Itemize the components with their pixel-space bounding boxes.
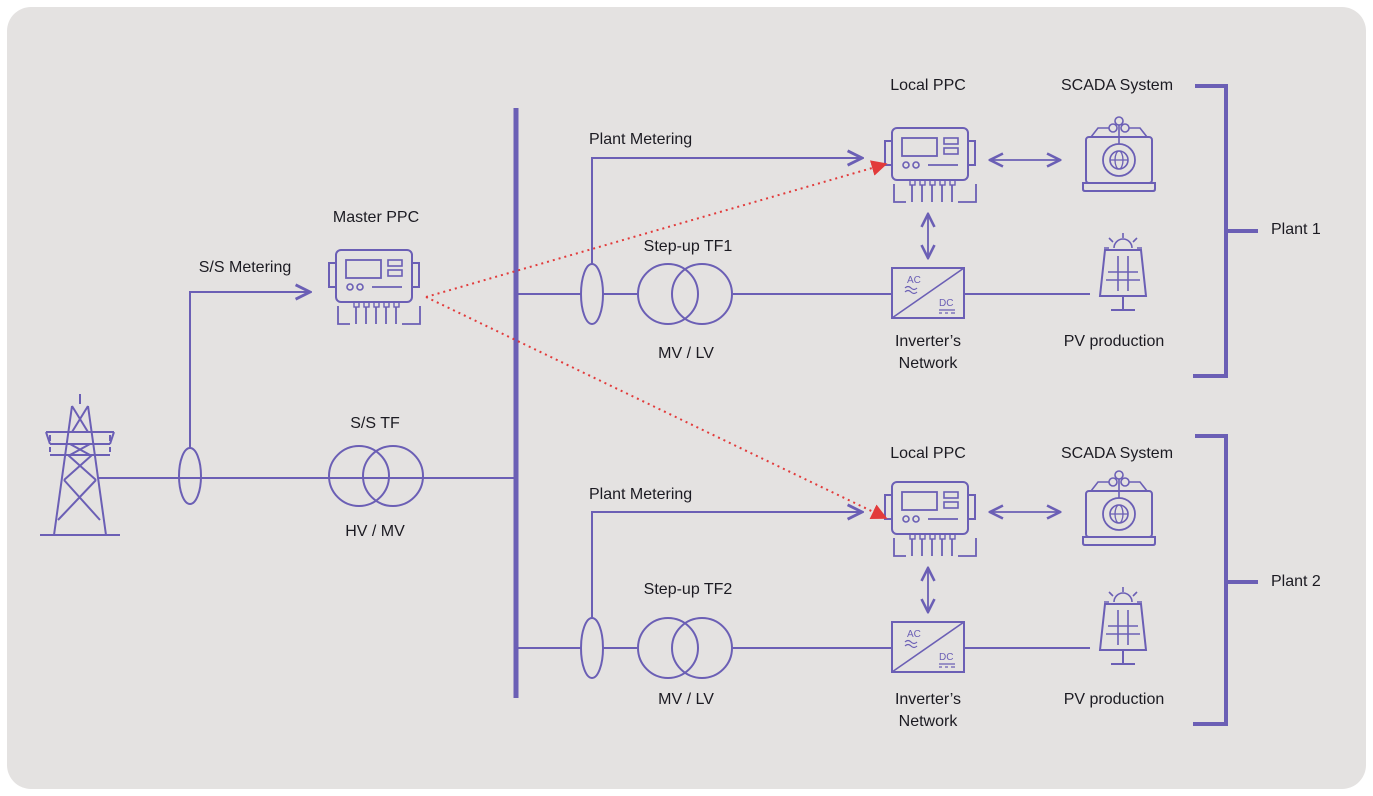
plant2-metering-label: Plant Metering: [589, 486, 693, 503]
plant1-local-ppc-label: Local PPC: [890, 77, 966, 94]
plant2-pv-label: PV production: [1063, 691, 1165, 708]
plant2-bracket: [1193, 434, 1258, 726]
plant2-inverter-label: Inverter’s Network: [894, 691, 962, 730]
plant2-metering-line: [591, 512, 862, 618]
plant1-metering-line: [591, 158, 862, 264]
plant1-inverter-icon: [891, 267, 965, 319]
plant2-scada-label: SCADA System: [1060, 445, 1174, 462]
plant1-mv-lv-label: MV / LV: [658, 345, 714, 362]
plant2-mv-lv-label: MV / LV: [658, 691, 714, 708]
master-to-plant2-control-link: [425, 296, 888, 519]
plant1-scada-label: SCADA System: [1060, 77, 1174, 94]
plant1-metering-label: Plant Metering: [589, 131, 693, 148]
master-ppc-label: Master PPC: [332, 209, 420, 226]
ss-tf-label: S/S TF: [350, 415, 400, 432]
master-ppc-icon[interactable]: [328, 249, 421, 325]
plant1-current-transformer-icon: [580, 263, 604, 325]
plant1-bracket: [1193, 84, 1258, 378]
plant2-step-up-label: Step-up TF2: [643, 581, 733, 598]
hv-mv-label: HV / MV: [345, 523, 405, 540]
plant2-current-transformer-icon: [580, 617, 604, 679]
plant1-inverter-label: Inverter’s Network: [894, 333, 962, 372]
transmission-tower-icon: [40, 394, 120, 536]
plant2-transformer-icon: [637, 600, 733, 696]
plant1-transformer-icon: [637, 246, 733, 342]
plant1-scada-icon[interactable]: [1082, 116, 1156, 192]
plant1-label: Plant 1: [1271, 221, 1321, 238]
plant2-scada-icon[interactable]: [1082, 470, 1156, 546]
ss-metering-line: [189, 292, 310, 448]
plant1-local-ppc-icon[interactable]: [884, 127, 977, 203]
plant2-inverter-icon: [891, 621, 965, 673]
master-to-plant1-control-link: [425, 160, 888, 298]
ss-current-transformer-icon: [178, 447, 202, 505]
plant1-pv-label: PV production: [1063, 333, 1165, 350]
plant2-local-ppc-label: Local PPC: [890, 445, 966, 462]
plant1-step-up-label: Step-up TF1: [643, 238, 733, 255]
plant2-local-ppc-icon[interactable]: [884, 481, 977, 557]
plant2-label: Plant 2: [1271, 573, 1321, 590]
ss-metering-label: S/S Metering: [198, 259, 292, 276]
plant1-pv-icon: [1099, 232, 1147, 311]
ss-transformer-icon: [328, 445, 424, 507]
plant2-pv-icon: [1099, 586, 1147, 665]
